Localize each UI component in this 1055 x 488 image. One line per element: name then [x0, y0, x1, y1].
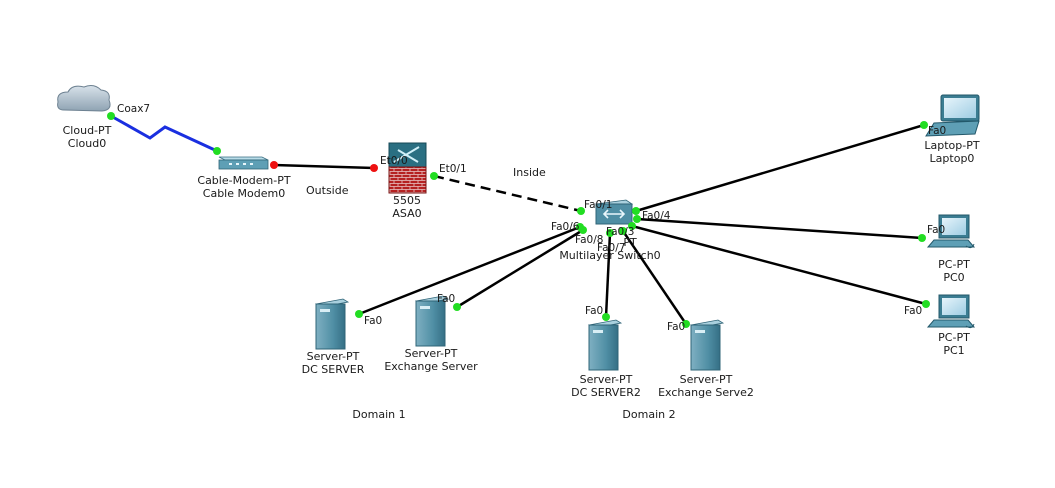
laptop-icon[interactable]	[925, 94, 980, 137]
port-light-down	[270, 161, 278, 169]
port-light-up	[920, 121, 928, 129]
dc-server-name-label: DC SERVER	[302, 363, 365, 376]
link-cloud-modem-coax[interactable]	[110, 114, 218, 153]
port-label-asa-et0-1: Et0/1	[439, 163, 467, 175]
port-light-up	[628, 222, 636, 230]
port-label-dc-server2-fa0: Fa0	[585, 305, 603, 317]
cloud-icon[interactable]	[57, 85, 111, 112]
laptop-name-label: Laptop0	[930, 152, 975, 165]
port-label-laptop-fa0: Fa0	[928, 125, 946, 137]
link-switch-laptop[interactable]	[635, 123, 925, 213]
port-light-up	[606, 229, 614, 237]
port-label-sw-fa0-4: Fa0/4	[642, 210, 671, 222]
port-light-up	[579, 226, 587, 234]
port-light-up	[577, 207, 585, 215]
link-switch-dc-server[interactable]	[358, 225, 581, 316]
dc-server2-type-label: Server-PT	[580, 373, 633, 386]
port-light-up	[918, 234, 926, 242]
port-light-up	[602, 313, 610, 321]
port-light-up	[107, 112, 115, 120]
firewall-icon[interactable]	[388, 142, 427, 194]
port-label-coax: Coax7	[117, 103, 150, 115]
server-icon[interactable]	[587, 319, 623, 371]
links	[110, 114, 927, 325]
port-label-exchange-serve2-fa0: Fa0	[667, 321, 685, 333]
link-asa-switch[interactable]	[433, 174, 582, 213]
pc0-name-label: PC0	[943, 271, 964, 284]
server-icon[interactable]	[414, 295, 450, 347]
cloud-type-label: Cloud-PT	[63, 124, 112, 137]
dc-server2-name-label: DC SERVER2	[571, 386, 641, 399]
pc-icon[interactable]	[926, 294, 976, 329]
exchange-server-name-label: Exchange Server	[384, 360, 478, 373]
switch-type-label: PT	[623, 236, 637, 249]
port-light-down	[370, 164, 378, 172]
note-inside: Inside	[513, 166, 546, 179]
port-label-sw-fa0-8: Fa0/8	[575, 234, 603, 246]
link-switch-dc-server2[interactable]	[604, 232, 612, 318]
cloud-name-label: Cloud0	[68, 137, 106, 150]
modem-type-label: Cable-Modem-PT	[197, 174, 290, 187]
port-light-up	[632, 207, 640, 215]
port-light-up	[922, 300, 930, 308]
port-light-up	[619, 227, 627, 235]
port-light-up	[355, 310, 363, 318]
link-switch-pc1[interactable]	[631, 224, 927, 306]
multilayer-switch-icon[interactable]	[595, 199, 634, 225]
port-label-sw-fa0-1: Fa0/1	[584, 199, 612, 211]
note-outside: Outside	[306, 184, 349, 197]
port-label-asa-et0-0: Et0/0	[380, 155, 408, 167]
link-switch-exchange-server[interactable]	[456, 228, 584, 309]
asa-name-label: ASA0	[392, 207, 421, 220]
pc1-name-label: PC1	[943, 344, 964, 357]
port-label-pc0-fa0: Fa0	[927, 224, 945, 236]
port-light-up	[213, 147, 221, 155]
switch-name-label: Multilayer Switch0	[559, 249, 660, 262]
exchange-server-type-label: Server-PT	[405, 347, 458, 360]
port-label-exchange-server-fa0: Fa0	[437, 293, 455, 305]
port-light-up	[682, 320, 690, 328]
port-light-up	[430, 172, 438, 180]
port-label-sw-fa0-6: Fa0/6	[551, 221, 580, 233]
device-labels: Cloud-PT Cloud0 Cable-Modem-PT Cable Mod…	[63, 124, 980, 399]
note-domain-1: Domain 1	[352, 408, 405, 421]
pc1-type-label: PC-PT	[938, 331, 970, 344]
pc0-type-label: PC-PT	[938, 258, 970, 271]
port-label-sw-fa0-7: Fa0/7	[597, 242, 625, 254]
notes: Outside Inside Domain 1 Domain 2	[306, 166, 676, 421]
dc-server-type-label: Server-PT	[307, 350, 360, 363]
cable-modem-icon[interactable]	[218, 156, 269, 170]
port-labels: Coax7 Et0/0 Et0/1 Fa0/1 Fa0/4 Fa0/6 Fa0/…	[117, 103, 946, 333]
pc-icon[interactable]	[926, 214, 976, 249]
modem-name-label: Cable Modem0	[203, 187, 285, 200]
server-icon[interactable]	[689, 319, 725, 371]
link-switch-exchange-serve2[interactable]	[621, 230, 688, 325]
port-light-up	[633, 215, 641, 223]
note-domain-2: Domain 2	[622, 408, 675, 421]
port-label-dc-server-fa0: Fa0	[364, 315, 382, 327]
asa-type-label: 5505	[393, 194, 421, 207]
port-lights	[107, 112, 930, 328]
exchange-serve2-type-label: Server-PT	[680, 373, 733, 386]
port-label-sw-fa0-3: Fa0/3	[606, 226, 634, 238]
link-switch-pc0[interactable]	[636, 217, 923, 240]
laptop-type-label: Laptop-PT	[924, 139, 979, 152]
port-label-pc1-fa0: Fa0	[904, 305, 922, 317]
server-icon[interactable]	[314, 298, 350, 350]
link-modem-asa[interactable]	[273, 163, 375, 170]
exchange-serve2-name-label: Exchange Serve2	[658, 386, 754, 399]
port-light-up	[453, 303, 461, 311]
